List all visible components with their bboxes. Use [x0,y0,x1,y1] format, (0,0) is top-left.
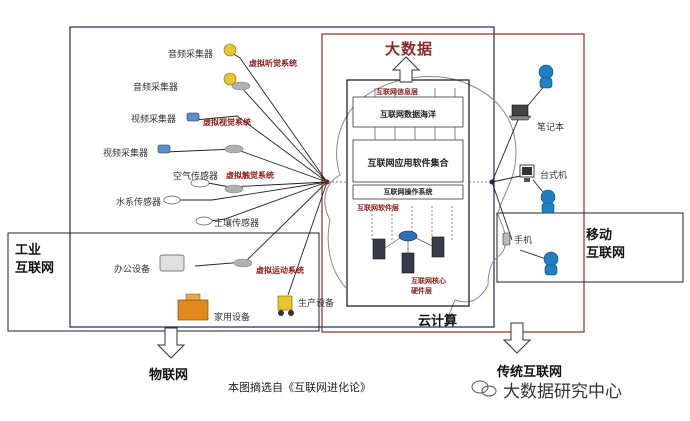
notebook-icon [508,104,532,121]
phone-label: 手机 [514,236,533,246]
industrial-title-1: 工业 [15,243,42,258]
data-ocean-label: 互联网数据海洋 [380,110,436,119]
software-layer-label: 互联网软件层 [357,204,399,212]
water-sensor-label: 水系传感器 [116,198,162,208]
sensor-bubbles [163,178,213,226]
server-icons [372,230,445,274]
motion-system-label: 虚拟运动系统 [256,266,304,275]
iot-hub [324,179,330,185]
office-device-label: 办公设备 [114,265,151,275]
traditional-down-arrow [502,322,532,354]
head-silhouette [324,76,517,327]
wechat-logo-icon [471,380,497,397]
mobile-title-2: 互联网 [586,246,626,261]
info-layer-box [352,96,464,128]
visual-system-label: 虚拟视觉系统 [203,118,251,127]
app-software-box [352,139,464,183]
industrial-internet-frame [7,232,320,332]
video-collector-1-label: 视频采集器 [131,115,177,125]
industrial-title-2: 互联网 [15,261,55,276]
figure-caption: 本图摘选自《互联网进化论》 [228,381,371,394]
cloud-title: 云计算 [418,314,458,329]
soil-sensor-label: 土壤传感器 [214,219,260,229]
desktop-icon [519,164,535,182]
hardware-layer-label-2: 硬件层 [411,287,432,295]
mobile-title-1: 移动 [586,228,613,243]
info-layer-label: 互联网信息层 [376,88,418,96]
audio-collector-1-label: 音频采集器 [168,50,214,60]
system-nodes [224,81,253,268]
home-device-label: 家用设备 [214,313,251,323]
sensor-icons [157,43,294,321]
audio-collector-2-label: 音频采集器 [133,83,179,93]
video-collector-2-label: 视频采集器 [103,149,149,159]
terminal-hub [489,179,495,185]
os-label: 互联网操作系统 [383,188,433,196]
bigdata-title: 大数据 [385,40,434,58]
mobile-internet-frame [496,212,684,283]
iot-down-arrow [156,327,186,359]
tactile-system-label: 虚拟触觉系统 [226,171,274,180]
hardware-layer-label-1: 互联网核心 [411,277,446,285]
iot-title: 物联网 [149,368,189,383]
os-box [352,184,464,200]
auditory-system-label: 虚拟听觉系统 [249,59,297,68]
user-figures [538,64,559,276]
bigdata-arrow [391,56,421,83]
air-sensor-label: 空气传感器 [173,172,219,182]
phone-icon [502,232,511,246]
production-device-label: 生产设备 [298,299,335,309]
desktop-label: 台式机 [540,171,568,181]
traditional-title: 传统互联网 [497,365,563,380]
notebook-label: 笔记本 [537,123,565,133]
watermark-text: 大数据研究中心 [503,382,622,402]
app-software-label: 互联网应用软件集合 [367,159,449,169]
